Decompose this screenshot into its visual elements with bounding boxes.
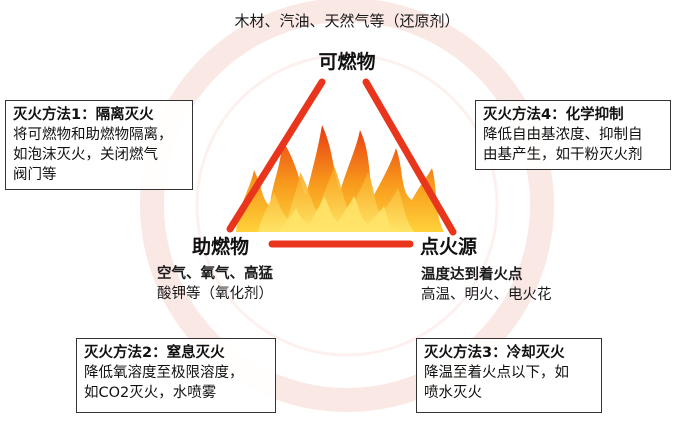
method-2-box: 灭火方法2：窒息灭火 降低氧溶度至极限溶度， 如CO2灭火，水喷雾 [76,338,276,413]
oxidizer-desc-line: 酸钾等（氧化剂） [157,286,273,302]
ignition-desc-line: 高温、明火、电火花 [421,287,552,303]
method-3-line: 喷水灭火 [424,385,482,401]
watermark-seal [140,0,554,412]
ignition-desc-title: 温度达到着火点 [421,267,523,283]
method-3-title: 灭火方法3：冷却灭火 [424,345,565,361]
method-2-title: 灭火方法2：窒息灭火 [84,345,225,361]
method-4-box: 灭火方法4：化学抑制 降低自由基浓度、抑制自 由基产生，如干粉灭火剂 [475,100,671,170]
fuel-examples-note: 木材、汽油、天然气等（还原剂） [234,12,460,30]
method-1-line: 如泡沫灭火，关闭燃气 [13,147,158,163]
ignition-description: 温度达到着火点 高温、明火、电火花 [421,265,552,305]
method-4-line: 降低自由基浓度、抑制自 [483,127,643,143]
fire-triangle [226,78,457,248]
method-2-line: 降低氧溶度至极限溶度， [84,365,244,381]
oxidizer-description: 空气、氧气、高猛 酸钾等（氧化剂） [157,264,273,304]
flame-icon [236,125,444,232]
method-4-line: 由基产生，如干粉灭火剂 [483,147,643,163]
vertex-ignition-label: 点火源 [420,236,478,258]
vertex-fuel-label: 可燃物 [318,51,376,73]
method-1-title: 灭火方法1：隔离灭火 [13,107,154,123]
method-3-box: 灭火方法3：冷却灭火 降温至着火点以下，如 喷水灭火 [416,338,602,413]
method-1-line: 将可燃物和助燃物隔离， [13,127,173,143]
vertex-oxidizer-label: 助燃物 [192,236,250,258]
method-4-title: 灭火方法4：化学抑制 [483,107,624,123]
method-1-line: 阀门等 [13,167,57,183]
method-1-box: 灭火方法1：隔离灭火 将可燃物和助燃物隔离， 如泡沫灭火，关闭燃气 阀门等 [5,100,193,190]
oxidizer-desc-line: 空气、氧气、高猛 [157,266,273,282]
method-3-line: 降温至着火点以下，如 [424,365,569,381]
method-2-line: 如CO2灭火，水喷雾 [84,385,217,401]
